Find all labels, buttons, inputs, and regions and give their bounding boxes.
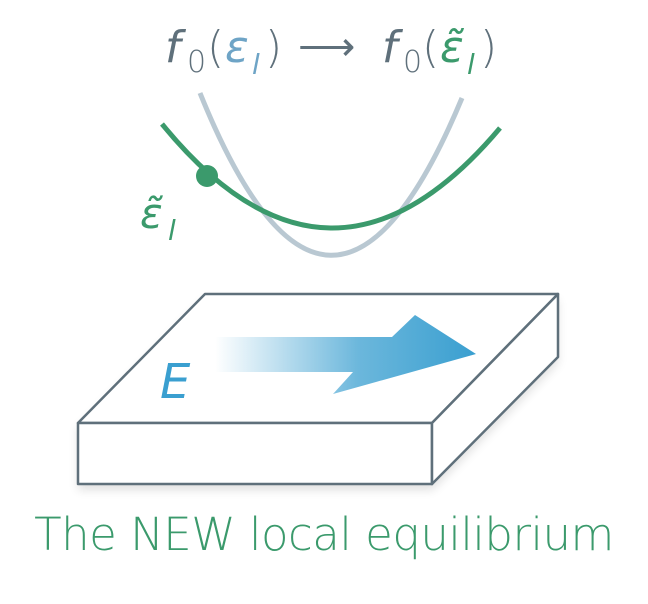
epsilon-left-subscript: l [252,48,260,81]
epsilon-tilde-right: ε̃ [440,22,464,73]
f-right: f [382,22,404,73]
slab-front-face [76,421,434,486]
state-point [196,165,218,187]
epsilon-tilde-label-subscript: l [168,214,176,247]
formula: f 0 ( ε l ) ⟶ f 0 ( ε̃ l ) [165,22,497,81]
caption: The NEW local equilibrium [34,508,614,561]
subscript-right: 0 [403,45,422,80]
epsilon-tilde-label: ε̃ [140,189,163,238]
slab-side-face [430,292,560,486]
electric-field-arrow [215,315,476,394]
subscript-left: 0 [187,45,206,80]
epsilon-left: ε [225,22,249,73]
slab [76,292,560,486]
paren-open-right: ( [422,22,439,73]
arrow-icon: ⟶ [298,24,355,70]
paren-open-left: ( [207,22,224,73]
old-dispersion-curve [197,92,465,258]
paren-close-right: ) [480,22,497,73]
f-left: f [165,22,187,73]
epsilon-right-subscript: l [467,48,475,81]
electric-field-label: E [160,354,191,410]
paren-close-left: ) [265,22,282,73]
